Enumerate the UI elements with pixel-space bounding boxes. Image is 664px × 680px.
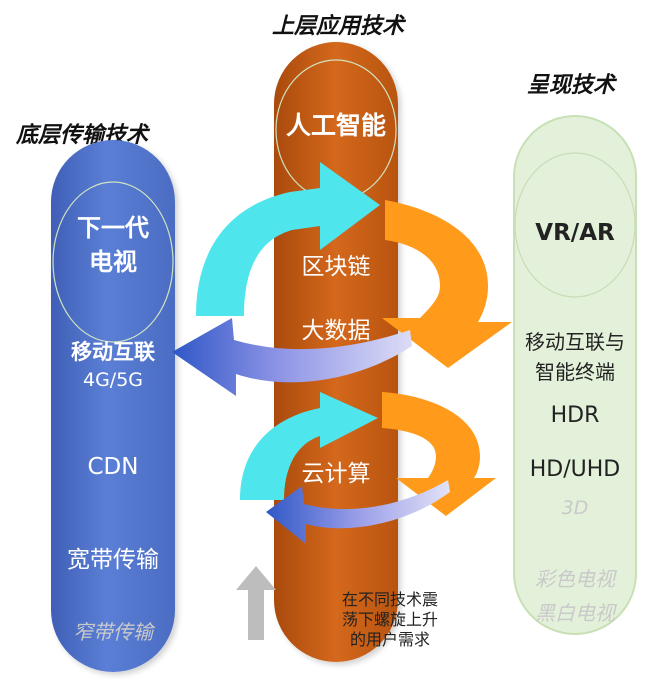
right-label-vr-ar: VR/AR	[535, 220, 615, 246]
left-label-cdn: CDN	[87, 454, 139, 480]
middle-label-cloud: 云计算	[301, 461, 371, 487]
lower-orange-arrow	[382, 392, 496, 516]
upper-orange-arrow	[382, 200, 512, 368]
left-cap-outline	[52, 181, 174, 343]
lower-cyan-arrow	[240, 392, 378, 500]
upper-layer-title: 上层应用技术	[272, 14, 405, 39]
upper-cyan-arrow	[196, 162, 380, 316]
upper-left-arrow	[172, 318, 412, 396]
right-label-mobile-internet: 移动互联与	[525, 330, 625, 354]
left-label-4g5g: 4G/5G	[82, 369, 144, 391]
note-line-3: 的用户需求	[349, 630, 430, 649]
middle-label-blockchain: 区块链	[301, 254, 371, 280]
bottom-layer-column	[51, 140, 175, 672]
middle-label-ai: 人工智能	[285, 111, 386, 140]
left-label-broadband: 宽带传输	[67, 547, 159, 573]
presentation-column	[513, 115, 637, 635]
left-label-tv: 电视	[89, 248, 137, 276]
right-label-smart-terminal: 智能终端	[535, 360, 615, 384]
left-label-narrowband: 窄带传输	[73, 620, 153, 644]
right-cap-outline	[514, 152, 636, 298]
note-line-1: 在不同技术震	[341, 590, 438, 609]
grey-up-arrow	[236, 566, 276, 640]
left-label-next-gen: 下一代	[77, 214, 149, 242]
left-label-mobile-internet: 移动互联	[71, 340, 155, 364]
right-label-3d: 3D	[561, 497, 589, 519]
lower-left-arrow	[266, 480, 450, 544]
middle-label-big-data: 大数据	[301, 318, 371, 344]
right-label-bw-tv: 黑白电视	[535, 601, 615, 625]
right-label-hd-uhd: HD/UHD	[529, 457, 621, 482]
right-label-color-tv: 彩色电视	[535, 567, 615, 591]
right-label-hdr: HDR	[550, 403, 600, 428]
note-line-2: 荡下螺旋上升	[341, 610, 438, 629]
presentation-title: 呈现技术	[527, 73, 616, 98]
